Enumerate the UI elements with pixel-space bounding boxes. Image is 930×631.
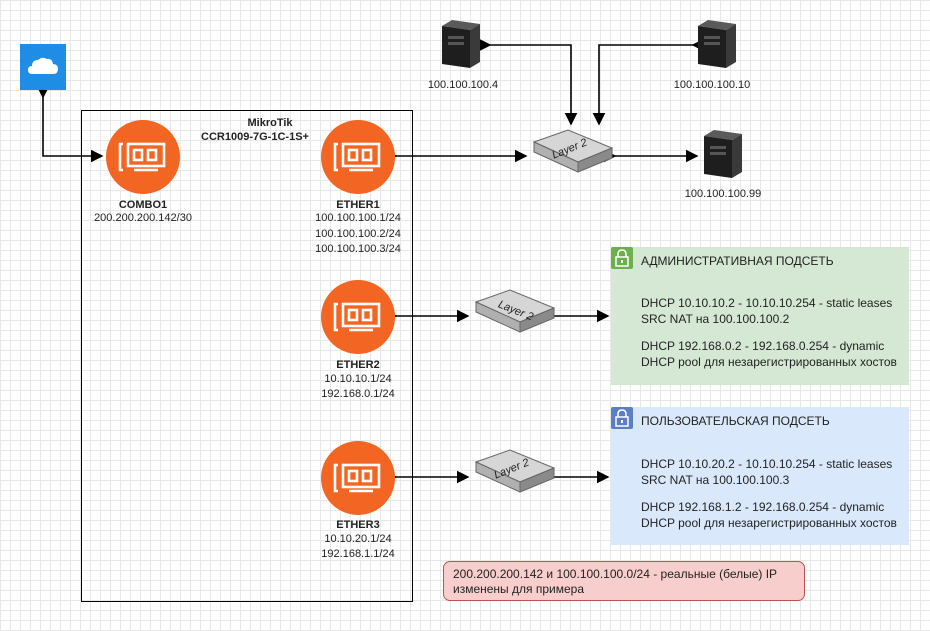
admin-subnet-line-2: SRC NAT на 100.100.100.2 <box>641 312 790 326</box>
note-line-2: изменены для примера <box>453 582 584 596</box>
note-line-1: 200.200.200.142 и 100.100.100.0/24 - реа… <box>453 567 778 581</box>
switch-3-icon: Layer 2 <box>474 449 556 493</box>
user-subnet-title: ПОЛЬЗОВАТЕЛЬСКАЯ ПОДСЕТЬ <box>641 414 830 428</box>
server-1-ip: 100.100.100.4 <box>427 79 499 91</box>
router-name: MikroTik <box>247 117 293 129</box>
admin-subnet-line-1: DHCP 10.10.10.2 - 10.10.10.254 - static … <box>641 296 893 310</box>
ether2-ip-2: 192.168.0.1/24 <box>321 388 395 400</box>
admin-subnet-line-4: DHCP pool для незарегистрированных хосто… <box>641 355 897 369</box>
combo1-label: COMBO1 <box>118 199 168 211</box>
router-box <box>81 110 413 602</box>
user-subnet: ПОЛЬЗОВАТЕЛЬСКАЯ ПОДСЕТЬ DHCP 10.10.20.2… <box>611 407 909 545</box>
admin-subnet: АДМИНИСТРАТИВНАЯ ПОДСЕТЬ DHCP 10.10.10.2… <box>611 247 909 385</box>
user-subnet-line-4: DHCP pool для незарегистрированных хосто… <box>641 516 897 530</box>
server-2-ip: 100.100.100.10 <box>673 79 751 91</box>
lock-icon <box>611 247 633 269</box>
ether2-nic-icon <box>321 280 395 354</box>
ether1-ip-3: 100.100.100.3/24 <box>315 243 401 255</box>
combo1-ip: 200.200.200.142/30 <box>94 212 192 224</box>
ether3-nic-icon <box>321 441 395 515</box>
ether1-ip-2: 100.100.100.2/24 <box>315 228 401 240</box>
switch-2-icon: Layer 2 <box>474 289 556 333</box>
ether2-label: ETHER2 <box>336 359 380 371</box>
admin-subnet-line-3: DHCP 192.168.0.2 - 192.168.0.254 - dynam… <box>641 339 885 353</box>
user-subnet-line-2: SRC NAT на 100.100.100.3 <box>641 473 790 487</box>
ether1-nic-icon <box>321 120 395 194</box>
note-box: 200.200.200.142 и 100.100.100.0/24 - реа… <box>443 561 805 601</box>
ether2-ip-1: 10.10.10.1/24 <box>324 373 392 385</box>
server-2-icon <box>698 20 736 68</box>
server-3-icon <box>704 130 742 178</box>
link-server4-switch1 <box>478 38 578 126</box>
switch-1-icon: Layer 2 <box>532 129 614 173</box>
combo1-nic-icon <box>106 120 180 194</box>
cloud-icon <box>20 44 66 90</box>
router-model: CCR1009-7G-1C-1S+ <box>201 131 309 143</box>
user-subnet-line-3: DHCP 192.168.1.2 - 192.168.0.254 - dynam… <box>641 500 885 514</box>
link-server10-switch1 <box>592 38 705 126</box>
ether3-label: ETHER3 <box>336 519 380 531</box>
ether1-ip-1: 100.100.100.1/24 <box>315 212 401 224</box>
ether1-label: ETHER1 <box>336 199 380 211</box>
ether3-ip-2: 192.168.1.1/24 <box>321 548 395 560</box>
user-subnet-line-1: DHCP 10.10.20.2 - 10.10.10.254 - static … <box>641 457 893 471</box>
link-cloud-combo1 <box>36 85 104 163</box>
server-1-icon <box>442 20 480 68</box>
server-3-ip: 100.100.100.99 <box>684 188 762 200</box>
lock-icon <box>611 407 633 429</box>
admin-subnet-title: АДМИНИСТРАТИВНАЯ ПОДСЕТЬ <box>641 254 834 268</box>
ether3-ip-1: 10.10.20.1/24 <box>324 533 392 545</box>
